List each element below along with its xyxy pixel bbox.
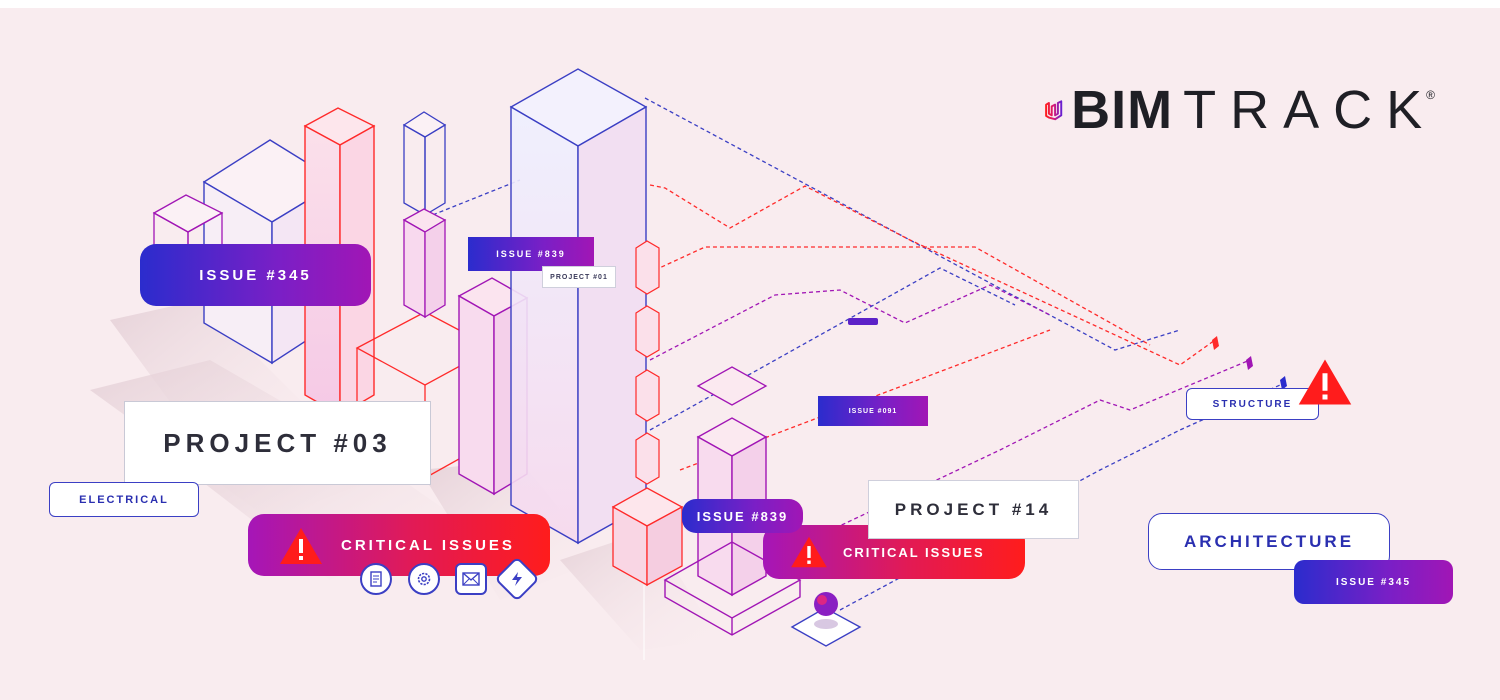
project-14-tag: PROJECT #14 [868, 480, 1079, 539]
issue-091-tag: ISSUE #091 [818, 396, 928, 426]
markers [848, 318, 1287, 390]
floating-diamond [696, 366, 768, 406]
document-icon [360, 563, 392, 595]
lightning-icon [494, 556, 540, 602]
logo-bim-text: BIM [1071, 80, 1174, 140]
issue-345-tag-right: ISSUE #345 [1294, 560, 1453, 604]
electrical-tag: ELECTRICAL [49, 482, 199, 517]
project-14-label: PROJECT #14 [894, 499, 1053, 519]
logo-registered-mark: ® [1426, 88, 1435, 102]
hero-illustration: BIM TRACK ® ISSUE #345 ISSUE #839 PROJEC… [0, 8, 1500, 700]
issue-839-tag-mid: ISSUE #839 [682, 499, 803, 533]
warning-icon [278, 526, 324, 566]
blue-small-tower [402, 111, 447, 217]
red-wire-cube-bottom [611, 487, 684, 587]
critical-left-label: CRITICAL ISSUES [341, 536, 515, 554]
main-tower [509, 68, 648, 545]
issue-839-tag-top: ISSUE #839 [468, 237, 594, 271]
logo-mark-icon [1045, 100, 1063, 121]
warning-icon [789, 535, 829, 569]
logo-track-text: TRACK [1183, 80, 1437, 140]
bimtrack-logo: BIM TRACK ® [1045, 70, 1435, 150]
gear-icon [408, 563, 440, 595]
envelope-icon [455, 563, 487, 595]
issue-839-mid-label: ISSUE #839 [696, 508, 789, 524]
issue-091-label: ISSUE #091 [848, 407, 898, 415]
issue-345-label: ISSUE #345 [199, 266, 312, 284]
architecture-label: ARCHITECTURE [1183, 531, 1355, 551]
project-03-tag: PROJECT #03 [124, 401, 431, 485]
stacked-red-boxes [635, 240, 660, 485]
issue-345-tag-left: ISSUE #345 [140, 244, 371, 306]
structure-label: STRUCTURE [1212, 398, 1293, 410]
issue-839-top-label: ISSUE #839 [496, 249, 566, 259]
purple-small-tower [402, 208, 447, 319]
electrical-label: ELECTRICAL [79, 493, 169, 506]
critical-mid-label: CRITICAL ISSUES [843, 544, 985, 560]
warning-icon [1296, 357, 1354, 407]
structure-tag: STRUCTURE [1186, 388, 1319, 420]
issue-345-right-label: ISSUE #345 [1335, 576, 1412, 588]
project-03-label: PROJECT #03 [163, 427, 392, 458]
ball-marker [790, 592, 862, 647]
project-01-tag: PROJECT #01 [542, 266, 616, 288]
project-01-label: PROJECT #01 [550, 273, 608, 281]
